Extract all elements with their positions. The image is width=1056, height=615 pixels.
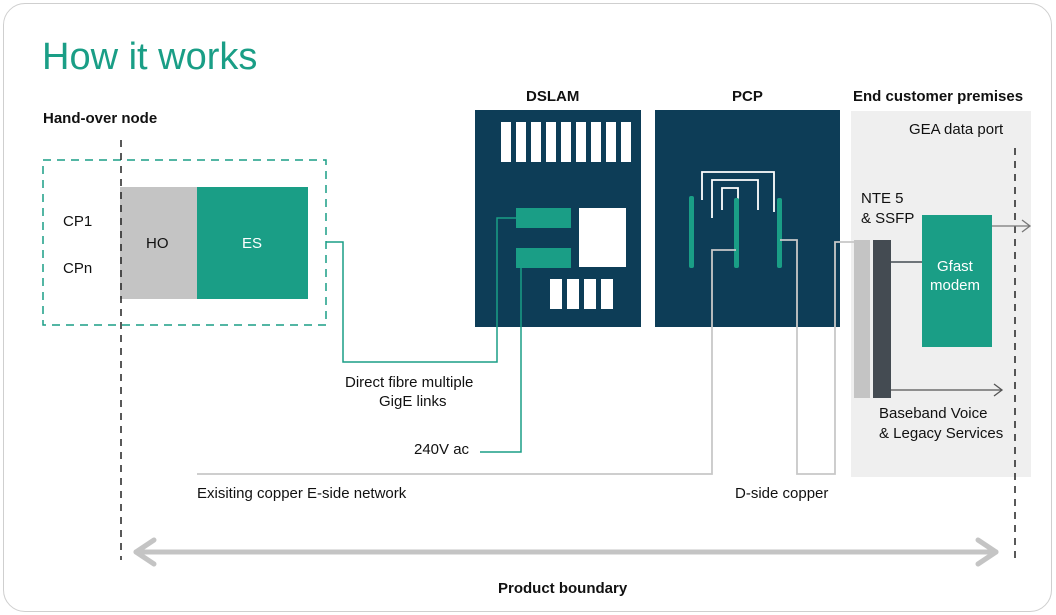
double-headed-arrow-icon: [133, 537, 999, 567]
cpn-label: CPn: [63, 260, 93, 277]
dslam-label: DSLAM: [526, 88, 580, 105]
gea-data-port-label: GEA data port: [909, 121, 1004, 138]
pcp-terminal-blocks: [689, 196, 782, 268]
right-arrow-icon: [891, 383, 1004, 397]
dslam-ports: [550, 279, 613, 309]
gfast-label-line1: Gfast: [937, 258, 973, 275]
gfast-modem-box: [922, 215, 992, 347]
baseband-label-line2: & Legacy Services: [879, 425, 1004, 442]
dslam-fibre-card: [516, 208, 571, 228]
ho-label: HO: [146, 235, 169, 252]
nte5-label-line1: NTE 5: [861, 190, 904, 207]
power-label: 240V ac: [414, 441, 470, 458]
baseband-label-line1: Baseband Voice: [879, 405, 988, 422]
cp1-label: CP1: [63, 213, 93, 230]
dslam-power-card: [516, 248, 571, 268]
dslam-module: [579, 208, 626, 267]
ssfp-bar: [873, 240, 891, 398]
pcp-cabinet: [655, 110, 840, 327]
nte5-bar: [854, 240, 870, 398]
page-title: How it works: [42, 36, 258, 78]
right-arrow-icon: [992, 219, 1032, 233]
eside-copper-line: [197, 249, 736, 475]
dside-label: D-side copper: [735, 485, 829, 502]
es-box: [197, 187, 308, 299]
dside-copper-line: [780, 239, 854, 475]
power-line: [480, 257, 522, 453]
ho-box: [120, 187, 197, 299]
fibre-label-line2: GigE links: [379, 393, 447, 410]
dslam-slots: [501, 122, 631, 162]
product-boundary-label: Product boundary: [498, 580, 628, 597]
pcp-wiring: [701, 171, 775, 218]
pcp-label: PCP: [732, 88, 763, 105]
nte5-label-line2: & SSFP: [861, 210, 915, 227]
fibre-label-line1: Direct fibre multiple: [345, 374, 474, 391]
eside-label: Exisiting copper E-side network: [197, 485, 407, 502]
gfast-label-line2: modem: [930, 277, 981, 294]
es-label: ES: [242, 235, 263, 252]
hand-over-node-label: Hand-over node: [43, 110, 158, 127]
end-customer-premises-label: End customer premises: [853, 88, 1024, 105]
fibre-link-line: [326, 217, 516, 363]
